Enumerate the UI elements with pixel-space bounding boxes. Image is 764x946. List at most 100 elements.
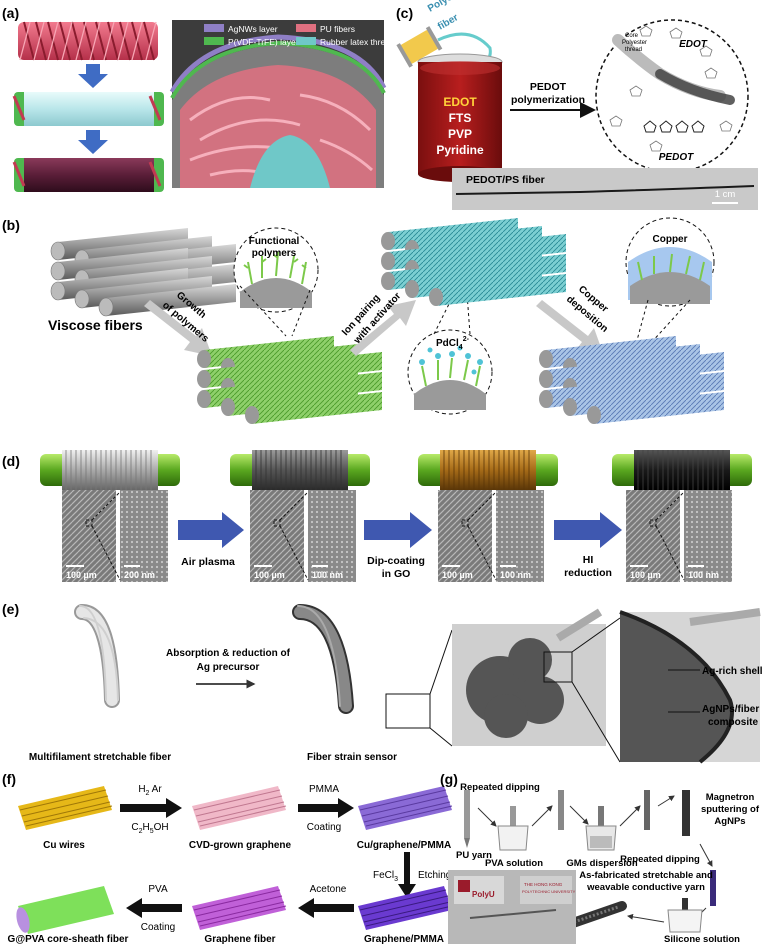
magnetron-label: Magnetron: [706, 792, 755, 803]
arrow-g2: [531, 805, 553, 827]
acetone-label: Acetone: [310, 884, 347, 895]
polyu-university-text-2: POLYTECHNIC UNIVERSITY: [522, 889, 576, 894]
silicone-beaker: [667, 898, 703, 933]
viscose-label: Viscose fibers: [48, 317, 143, 333]
silicone-label: Silicone solution: [664, 934, 740, 945]
sem-scale-labels: 100 µm 200 nm 100 µm 100 nm 100 µm 100 n…: [66, 570, 719, 580]
cvd-graphene-label: CVD-grown graphene: [189, 840, 292, 851]
polymerization-step-label: polymerization: [511, 94, 585, 106]
spool-orange: [418, 450, 558, 490]
pedot-ps-photo: [452, 168, 758, 210]
green-bundle: [197, 336, 382, 424]
ion-arrow: [350, 300, 416, 356]
pdcl-zoom: [407, 329, 493, 415]
sensor-zoom-line-1: [429, 629, 453, 695]
repeated-dipping-1: Repeated dipping: [460, 782, 540, 793]
ag-shell-label: Ag-rich shell: [702, 666, 763, 677]
pedot-ps-label: PEDOT/PS fiber: [466, 174, 545, 186]
cross-section-1: [452, 608, 606, 746]
panel-e-tag: (e): [2, 601, 19, 617]
cu-wires: [18, 786, 113, 830]
pva-solution-label: PVA solution: [485, 858, 543, 869]
arrow-g1: [477, 807, 497, 827]
down-arrow-2: [78, 130, 108, 154]
sem-cross-section: [169, 20, 387, 188]
cross-section-2: [619, 608, 761, 764]
scale-d5: 100 µm: [442, 570, 473, 580]
coating-label: Coating: [307, 822, 341, 833]
copper-arrow: [536, 300, 604, 356]
polyester-fiber-label2: fiber: [436, 12, 460, 32]
arrow-g6: [699, 843, 713, 867]
spool-gray: [230, 450, 370, 490]
pva-beaker: [497, 806, 529, 851]
fabricated-label: As-fabricated stretchable and: [579, 870, 713, 881]
sensor-zoom-box: [385, 693, 431, 729]
arrow-g8: [627, 913, 665, 923]
fabricated-label-2: weavable conductive yarn: [586, 882, 705, 893]
sem-images-d: [62, 490, 732, 582]
arrow-f4: [298, 898, 354, 918]
core-label-2: Polyester: [622, 40, 647, 46]
arrow-f2: [298, 798, 354, 818]
hi-reduction-arrow: [554, 512, 622, 548]
core-label-3: thread: [625, 47, 642, 53]
pdcl-zoom-line: [433, 277, 463, 335]
panel-a-tag: (a): [2, 5, 19, 21]
copper-zoom-line-2: [649, 299, 691, 345]
cross-zoom-line-2: [571, 681, 621, 763]
panel-g-tag: (g): [440, 771, 458, 787]
fiber-stage-1: [18, 21, 158, 61]
air-plasma-arrow: [178, 512, 244, 548]
arrow-f1: [120, 798, 182, 818]
legend-pu: PU fibers: [320, 24, 355, 34]
reaction-beaker: [417, 53, 503, 182]
scale-d7: 100 µm: [630, 570, 661, 580]
pva-coating-label: Coating: [141, 922, 175, 933]
gm-coated-yarn: [644, 790, 650, 830]
pedot-step-label: PEDOT: [530, 81, 567, 93]
g-pva-label: G@PVA core-sheath fiber: [8, 934, 129, 945]
in-go-label: in GO: [382, 568, 411, 580]
zoom-line-left: [239, 285, 287, 337]
functional-label: Functional: [249, 236, 300, 247]
blue-bundle: [539, 336, 724, 424]
arrow-g5: [657, 795, 675, 807]
spool-white: [40, 450, 180, 490]
sputtering-label: sputtering of: [701, 804, 760, 815]
legend-rubber: Rubber latex thread: [320, 37, 395, 47]
scale-d8: 100 nm: [688, 570, 719, 580]
functional-polymer-zoom: [233, 227, 319, 313]
spool-black: [612, 450, 752, 490]
polyester-spool: [396, 26, 443, 68]
pdcl-label: PdCl42-: [436, 336, 470, 351]
panel-b-tag: (b): [2, 217, 20, 233]
scale-d3: 100 µm: [254, 570, 285, 580]
air-plasma-label: Air plasma: [181, 556, 235, 568]
gms-beaker: [585, 806, 617, 851]
pu-yarn-label: PU yarn: [456, 850, 492, 861]
reagent-pyridine: Pyridine: [436, 143, 484, 157]
multifilament-fiber: [74, 604, 120, 708]
panel-d-tag: (d): [2, 453, 20, 469]
polyu-logo-text: PolyU: [472, 890, 495, 899]
arrow-g3: [569, 805, 589, 825]
reagent-edot: EDOT: [443, 95, 477, 109]
arrow-f5: [126, 898, 182, 918]
h2-ar-label: H2 Ar: [138, 784, 162, 797]
agnps-label: AgNPs/fiber: [702, 704, 759, 715]
panel-f-tag: (f): [2, 771, 16, 787]
reagent-fts: FTS: [449, 111, 472, 125]
down-arrow-1: [78, 64, 108, 88]
fiber-strain-sensor: [292, 604, 354, 714]
ag-precursor-label: Ag precursor: [197, 662, 260, 673]
core-label: Core: [625, 33, 639, 39]
hi-label: HI: [583, 554, 594, 566]
cu-wires-label: Cu wires: [43, 840, 85, 851]
legend-pvdf: P(VDF-TrFE) layer: [228, 37, 299, 47]
dark-yarn: [710, 870, 716, 906]
polyu-logo: PolyU THE HONG KONG POLYTECHNIC UNIVERSI…: [458, 880, 576, 899]
fiber-stage-2: [12, 92, 164, 126]
agnps-label-g: AgNPs: [714, 816, 745, 827]
